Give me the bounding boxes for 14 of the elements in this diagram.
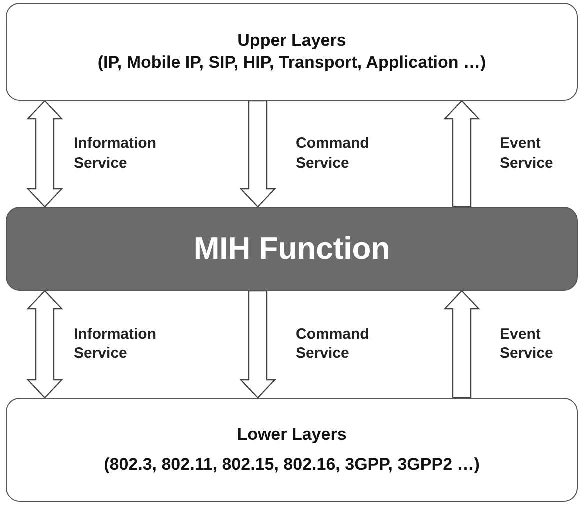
layer-protocols: (802.3, 802.11, 802.15, 802.16, 3GPP, 3GPP2 …) xyxy=(104,454,480,476)
layer-box xyxy=(6,3,578,101)
block-arrow xyxy=(444,290,480,399)
block-arrow xyxy=(26,290,64,399)
block-arrow xyxy=(240,100,276,208)
layer-box xyxy=(6,398,578,502)
layer-title: Upper Layers xyxy=(238,30,346,52)
function-box xyxy=(6,207,578,291)
block-arrow xyxy=(26,100,64,208)
block-arrow xyxy=(444,100,480,208)
block-arrow xyxy=(240,290,276,399)
function-title: MIH Function xyxy=(194,230,390,268)
layer-title: Lower Layers xyxy=(237,424,347,446)
layer-protocols: (IP, Mobile IP, SIP, HIP, Transport, Application …) xyxy=(98,52,486,74)
